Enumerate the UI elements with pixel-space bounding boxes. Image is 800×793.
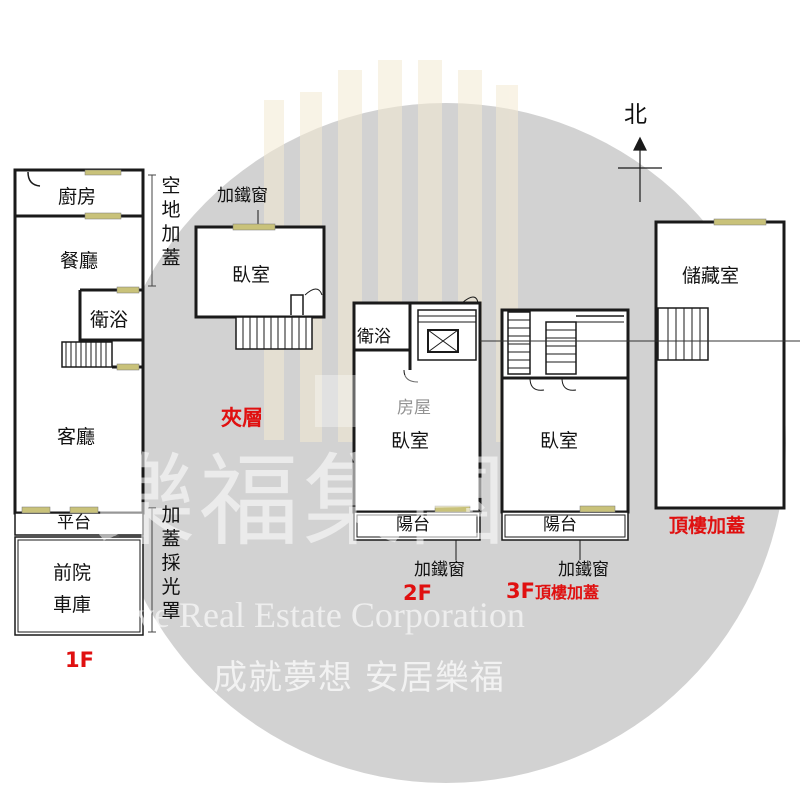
room-platform: 平台: [57, 513, 91, 533]
room-3f-bedroom: 臥室: [540, 430, 579, 452]
room-mezzanine-bedroom: 臥室: [232, 264, 271, 286]
room-front-yard: 前院: [53, 562, 92, 584]
room-3f-balcony: 陽台: [543, 515, 577, 535]
room-garage: 車庫: [53, 594, 92, 616]
floor-3f-plan: [500, 308, 630, 560]
floor-3f-windows: [579, 505, 616, 513]
watermark-slogan: 成就夢想 安居樂福: [213, 658, 505, 698]
room-storage: 儲藏室: [682, 265, 740, 287]
note-skylight: 加 蓋 採 光 罩: [160, 503, 182, 623]
room-2f-balcony: 陽台: [396, 515, 430, 535]
floor-label-3f-prefix: 3F: [506, 579, 535, 603]
floor-1f-brackets: [148, 174, 156, 633]
room-2f-bathroom: 衛浴: [357, 327, 391, 347]
f2-window-note: 加鐵窗: [414, 560, 465, 580]
floor-roof-windows: [713, 218, 767, 226]
floor-label-2f: 2F: [403, 581, 432, 605]
floor-mezzanine-plan: [194, 210, 326, 350]
floor-1f-windows: [21, 169, 140, 514]
note-char: 加: [161, 223, 181, 245]
note-char: 採: [161, 552, 181, 574]
f3-window-note: 加鐵窗: [558, 560, 609, 580]
floor-label-3f: 3F頂樓加蓋: [506, 581, 599, 602]
floor-roof-plan: [654, 220, 786, 510]
floor-label-1f: 1F: [65, 648, 94, 672]
watermark-company-en: Love Real Estate Corporation: [96, 595, 525, 635]
note-char: 光: [161, 576, 181, 598]
watermark-company-cn: 樂福集團: [95, 443, 511, 560]
note-char: 蓋: [161, 247, 181, 269]
note-open-space: 空 地 加 蓋: [160, 174, 182, 270]
room-dining: 餐廳: [60, 250, 99, 272]
note-char: 地: [161, 199, 181, 221]
note-char: 加: [161, 504, 181, 526]
floor-2f-plan: [352, 296, 482, 560]
watermark-logo-block: [315, 375, 465, 427]
room-2f-bedroom: 臥室: [391, 430, 430, 452]
note-char: 罩: [161, 600, 181, 622]
floor-label-roof: 頂樓加蓋: [669, 515, 746, 537]
floor-mezzanine-windows: [232, 223, 276, 231]
room-living: 客廳: [57, 426, 96, 448]
room-1f-bathroom: 衛浴: [90, 309, 129, 331]
north-arrow-icon: [618, 136, 662, 202]
north-label: 北: [624, 102, 647, 128]
note-char: 蓋: [161, 528, 181, 550]
room-kitchen: 廚房: [58, 186, 97, 208]
mezzanine-window-note: 加鐵窗: [217, 186, 268, 206]
watermark-small-text: 房屋: [397, 398, 431, 418]
note-char: 空: [161, 175, 181, 197]
floor-2f-windows: [434, 505, 471, 513]
floor-label-mezzanine: 夾層: [221, 406, 263, 430]
floor-label-3f-suffix: 頂樓加蓋: [534, 583, 599, 602]
